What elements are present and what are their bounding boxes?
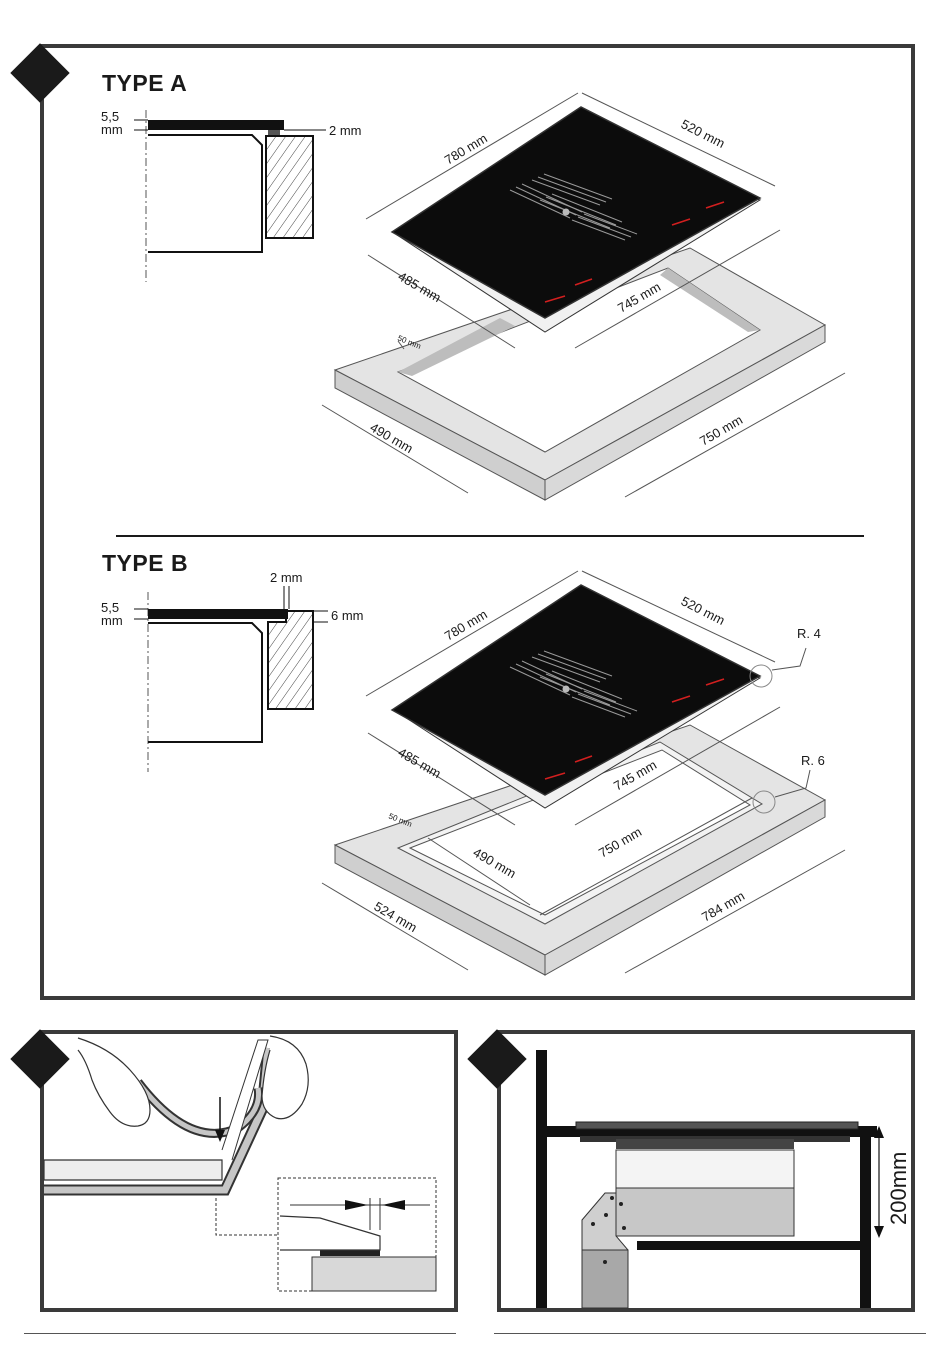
cabinet-height-label: 200mm bbox=[886, 1152, 911, 1225]
footer-rule-left bbox=[24, 1333, 456, 1334]
height-arrow-down-icon bbox=[874, 1226, 884, 1238]
footer-rule-right bbox=[494, 1333, 926, 1334]
